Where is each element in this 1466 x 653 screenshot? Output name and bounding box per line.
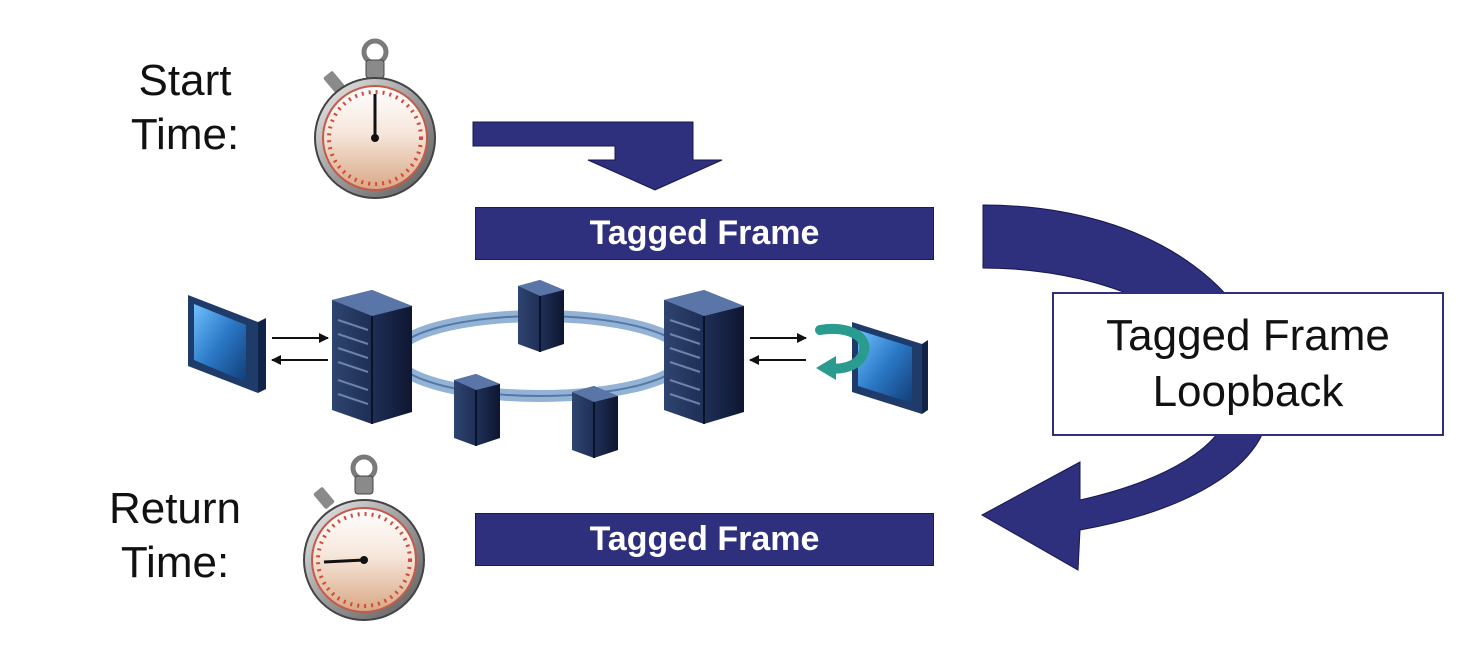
local-loop-arrow-icon xyxy=(815,323,870,380)
server-left-icon xyxy=(332,290,412,424)
tagged-frame-top: Tagged Frame xyxy=(475,207,934,260)
return-time-line2: Time: xyxy=(120,538,230,587)
tagged-frame-loopback-box: Tagged Frame Loopback xyxy=(1052,292,1444,436)
start-time-line2: Time: xyxy=(130,110,240,159)
loopback-line2: Loopback xyxy=(1152,367,1344,416)
server-bottom-right-small-icon xyxy=(572,386,618,458)
server-bottom-left-small-icon xyxy=(454,374,500,446)
server-top-small-icon xyxy=(518,280,564,352)
return-time-label: Return Time: xyxy=(85,482,265,590)
tagged-frame-bottom: Tagged Frame xyxy=(475,513,934,566)
start-time-label: Start Time: xyxy=(100,54,270,162)
return-stopwatch-icon xyxy=(303,454,425,621)
server-right-icon xyxy=(664,290,744,424)
top-bent-arrow xyxy=(472,121,723,191)
left-terminal-icon xyxy=(188,295,266,393)
start-stopwatch-icon xyxy=(314,38,436,199)
loopback-line1: Tagged Frame xyxy=(1106,311,1390,360)
right-terminal-icon xyxy=(852,322,928,414)
start-time-line1: Start xyxy=(138,56,232,105)
return-time-line1: Return xyxy=(108,484,242,533)
